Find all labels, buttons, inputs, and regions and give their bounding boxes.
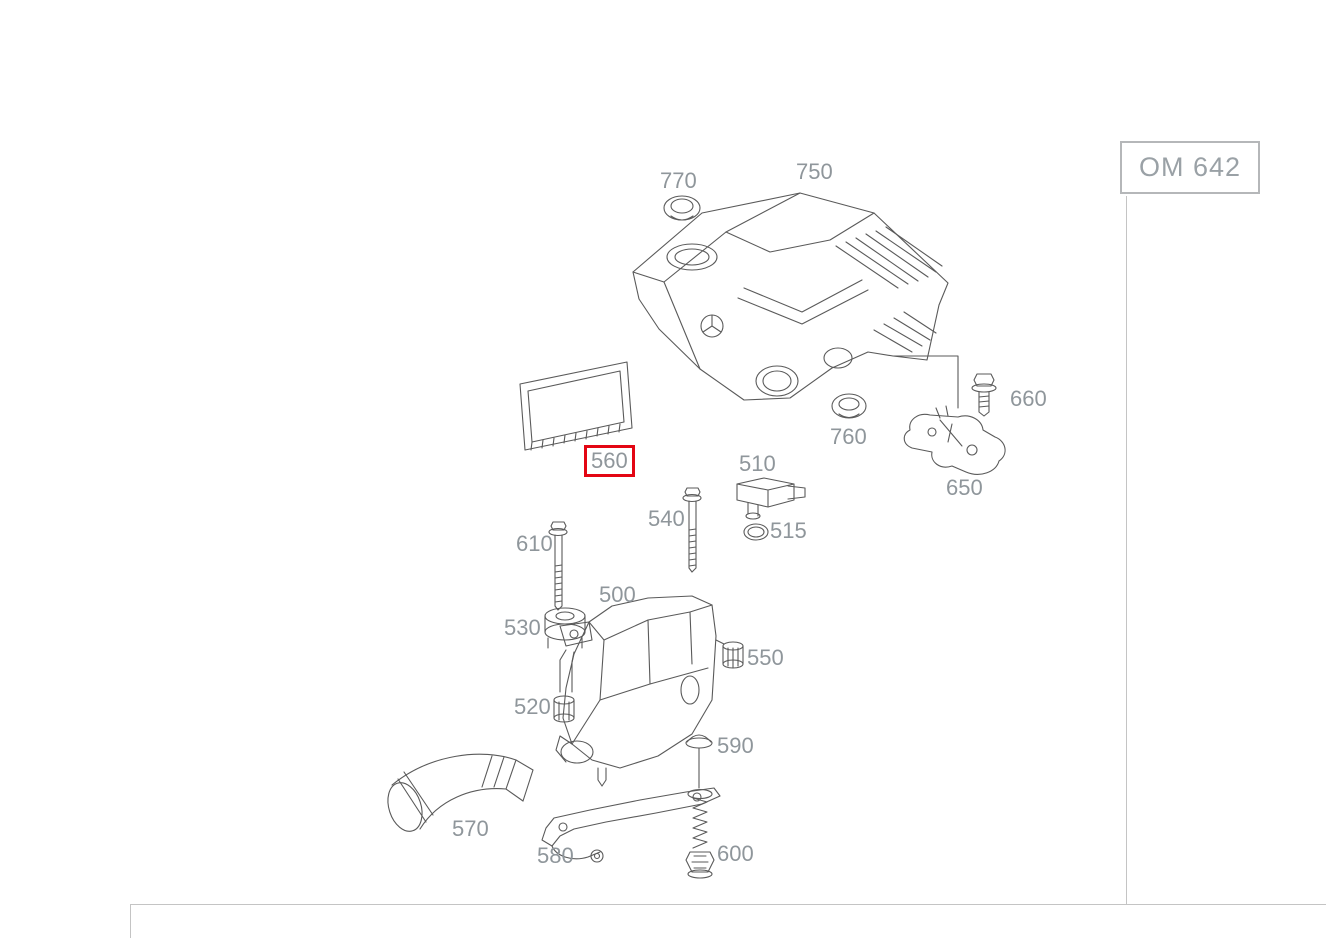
part-label-770[interactable]: 770 [660, 168, 697, 193]
part-760-grommet-drawing [831, 393, 867, 419]
part-500-housing-drawing [555, 595, 717, 787]
part-label-550[interactable]: 550 [747, 645, 784, 670]
part-515-oring-drawing [743, 523, 769, 541]
catalog-code-label: OM 642 [1138, 152, 1242, 182]
part-520-mount-drawing [553, 695, 575, 723]
part-label-570[interactable]: 570 [452, 816, 489, 841]
part-label-520[interactable]: 520 [514, 694, 551, 719]
part-label-540[interactable]: 540 [648, 506, 685, 531]
part-label-610[interactable]: 610 [516, 531, 553, 556]
part-650-bracket-drawing [903, 405, 1006, 475]
part-label-650[interactable]: 650 [946, 475, 983, 500]
part-660-bolt-drawing [971, 373, 997, 417]
part-label-530[interactable]: 530 [504, 615, 541, 640]
part-label-600[interactable]: 600 [717, 841, 754, 866]
frame-line-bottom [130, 904, 1326, 905]
part-label-660[interactable]: 660 [1010, 386, 1047, 411]
frame-line-right [1126, 196, 1127, 904]
part-label-580[interactable]: 580 [537, 843, 574, 868]
part-610-bolt-drawing [548, 521, 568, 611]
part-label-760[interactable]: 760 [830, 424, 867, 449]
part-560-air-filter-drawing [519, 361, 633, 451]
part-750-engine-cover-drawing [632, 192, 959, 409]
part-570-duct-drawing [387, 753, 534, 832]
part-label-510[interactable]: 510 [739, 451, 776, 476]
part-590-plug-drawing [685, 734, 713, 789]
frame-line-left-tick [130, 904, 131, 938]
catalog-code-box: OM 642 [1120, 141, 1260, 194]
part-label-590[interactable]: 590 [717, 733, 754, 758]
part-label-560[interactable]: 560 [584, 445, 635, 477]
part-550-mount-drawing [715, 639, 744, 669]
part-770-grommet-drawing [663, 195, 701, 221]
part-label-515[interactable]: 515 [770, 518, 807, 543]
part-label-500[interactable]: 500 [599, 582, 636, 607]
part-510-sensor-drawing [736, 477, 806, 520]
part-label-750[interactable]: 750 [796, 159, 833, 184]
part-540-bolt-drawing [682, 487, 702, 573]
part-600-bolt-drawing [685, 788, 715, 879]
